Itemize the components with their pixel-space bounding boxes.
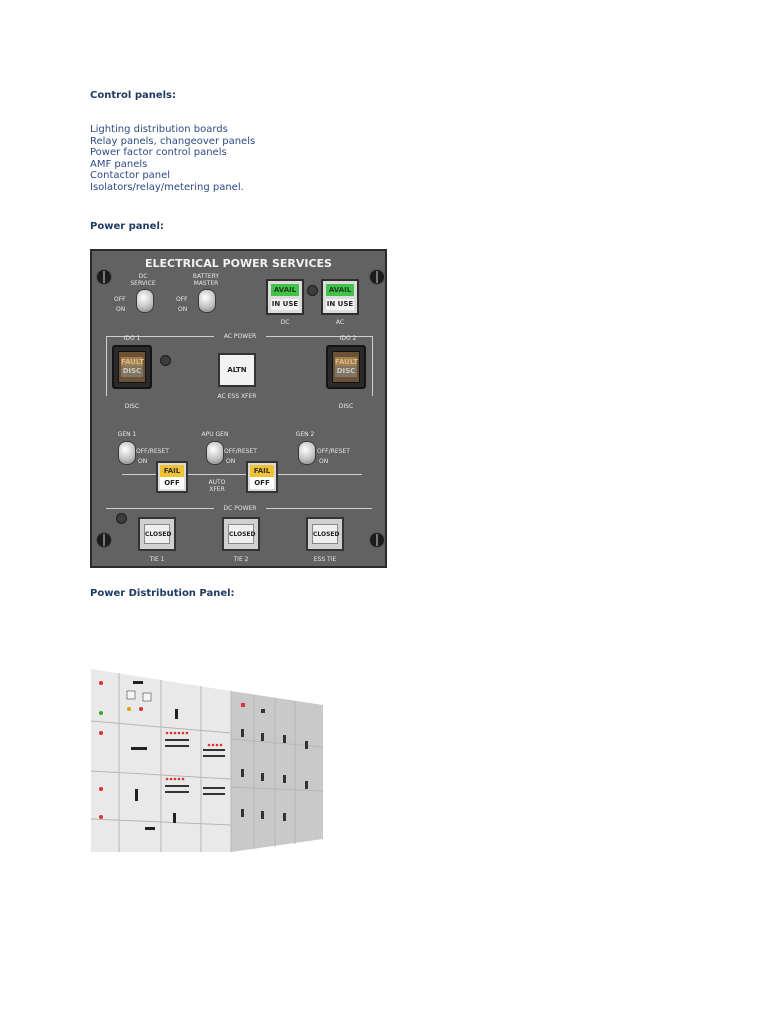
disc-label: DISC	[338, 403, 354, 410]
in-use-light: IN USE	[326, 299, 354, 310]
ac-power-label: AC POWER	[223, 333, 257, 340]
gen2-switch[interactable]	[298, 441, 316, 465]
fault-light: FAULT	[121, 357, 144, 368]
distribution-panel-heading: Power Distribution Panel:	[90, 588, 235, 599]
indicator-icon	[307, 285, 318, 296]
battery-master-label: BATTERY MASTER	[192, 273, 220, 287]
divider	[106, 508, 214, 509]
list-item: Contactor panel	[90, 170, 171, 181]
tie1-button[interactable]: CLOSED	[138, 517, 176, 551]
fault-light: FAULT	[335, 357, 358, 368]
in-use-light: IN USE	[271, 299, 299, 310]
off-light: OFF	[160, 477, 184, 489]
dc-service-label: DC SERVICE	[130, 273, 156, 287]
idg2-disc-button[interactable]: FAULT DISC	[326, 345, 366, 389]
avail-light: AVAIL	[326, 284, 354, 296]
distribution-panel-photo	[91, 669, 323, 852]
ac-ess-xfer-label: AC ESS XFER	[217, 393, 257, 400]
panel-title: ELECTRICAL POWER SERVICES	[145, 257, 332, 270]
screw-icon	[96, 269, 112, 285]
ac-avail-button[interactable]: AVAIL IN USE	[321, 279, 359, 315]
control-panels-heading: Control panels:	[90, 90, 177, 101]
ess-tie-label: ESS TIE	[313, 556, 337, 563]
list-item: AMF panels	[90, 158, 148, 170]
fail-button-left[interactable]: FAIL OFF	[156, 461, 188, 493]
dc-service-switch[interactable]	[136, 289, 154, 313]
indicator-icon	[160, 355, 171, 366]
divider	[122, 474, 362, 475]
on-label: ON	[138, 458, 148, 465]
screw-icon	[369, 269, 385, 285]
screw-icon	[96, 532, 112, 548]
distribution-panel-illustration	[91, 669, 323, 852]
on-label: ON	[178, 306, 188, 313]
on-label: ON	[116, 306, 126, 313]
control-panels-list: Lighting distribution boards Relay panel…	[90, 124, 255, 193]
divider	[106, 336, 107, 396]
idg2-label: IDG 2	[339, 335, 357, 342]
idg1-disc-button[interactable]: FAULT DISC	[112, 345, 152, 389]
closed-light: CLOSED	[144, 524, 172, 544]
dc-label: DC	[280, 319, 290, 326]
disc-label: DISC	[124, 403, 140, 410]
closed-light: CLOSED	[228, 524, 256, 544]
dc-avail-button[interactable]: AVAIL IN USE	[266, 279, 304, 315]
altn-button[interactable]: ALTN	[218, 353, 256, 387]
tie2-label: TIE 2	[233, 556, 249, 563]
off-reset-label: OFF/RESET	[317, 448, 350, 455]
fail-light: FAIL	[160, 465, 184, 477]
list-item: Power factor control panels	[90, 147, 227, 158]
idg1-label: IDG 1	[123, 335, 141, 342]
avail-light: AVAIL	[271, 284, 299, 296]
battery-master-switch[interactable]	[198, 289, 216, 313]
dc-power-label: DC POWER	[223, 505, 257, 512]
apu-gen-label: APU GEN	[201, 431, 229, 438]
ac-label: AC	[335, 319, 345, 326]
disc-light: DISC	[121, 366, 143, 377]
apu-gen-switch[interactable]	[206, 441, 224, 465]
divider	[266, 336, 372, 337]
gen1-label: GEN 1	[117, 431, 137, 438]
off-label: OFF	[114, 296, 126, 303]
screw-icon	[369, 532, 385, 548]
indicator-icon	[116, 513, 127, 524]
off-light: OFF	[250, 477, 274, 489]
off-reset-label: OFF/RESET	[136, 448, 169, 455]
gen1-switch[interactable]	[118, 441, 136, 465]
auto-xfer-label: AUTO XFER	[208, 479, 226, 493]
on-label: ON	[226, 458, 236, 465]
divider	[106, 336, 214, 337]
power-panel-image: ELECTRICAL POWER SERVICES DC SERVICE OFF…	[90, 249, 387, 568]
list-item: Lighting distribution boards	[90, 124, 228, 135]
gen2-label: GEN 2	[295, 431, 315, 438]
list-item: Relay panels, changeover panels	[90, 135, 256, 147]
divider	[266, 508, 372, 509]
disc-light: DISC	[335, 366, 357, 377]
ess-tie-button[interactable]: CLOSED	[306, 517, 344, 551]
off-label: OFF	[176, 296, 188, 303]
fail-light: FAIL	[250, 465, 274, 477]
closed-light: CLOSED	[312, 524, 340, 544]
on-label: ON	[319, 458, 329, 465]
off-reset-label: OFF/RESET	[224, 448, 257, 455]
list-item: Isolators/relay/metering panel.	[90, 181, 244, 193]
tie1-label: TIE 1	[149, 556, 165, 563]
fail-button-right[interactable]: FAIL OFF	[246, 461, 278, 493]
power-panel-heading: Power panel:	[90, 221, 164, 232]
tie2-button[interactable]: CLOSED	[222, 517, 260, 551]
divider	[372, 336, 373, 396]
